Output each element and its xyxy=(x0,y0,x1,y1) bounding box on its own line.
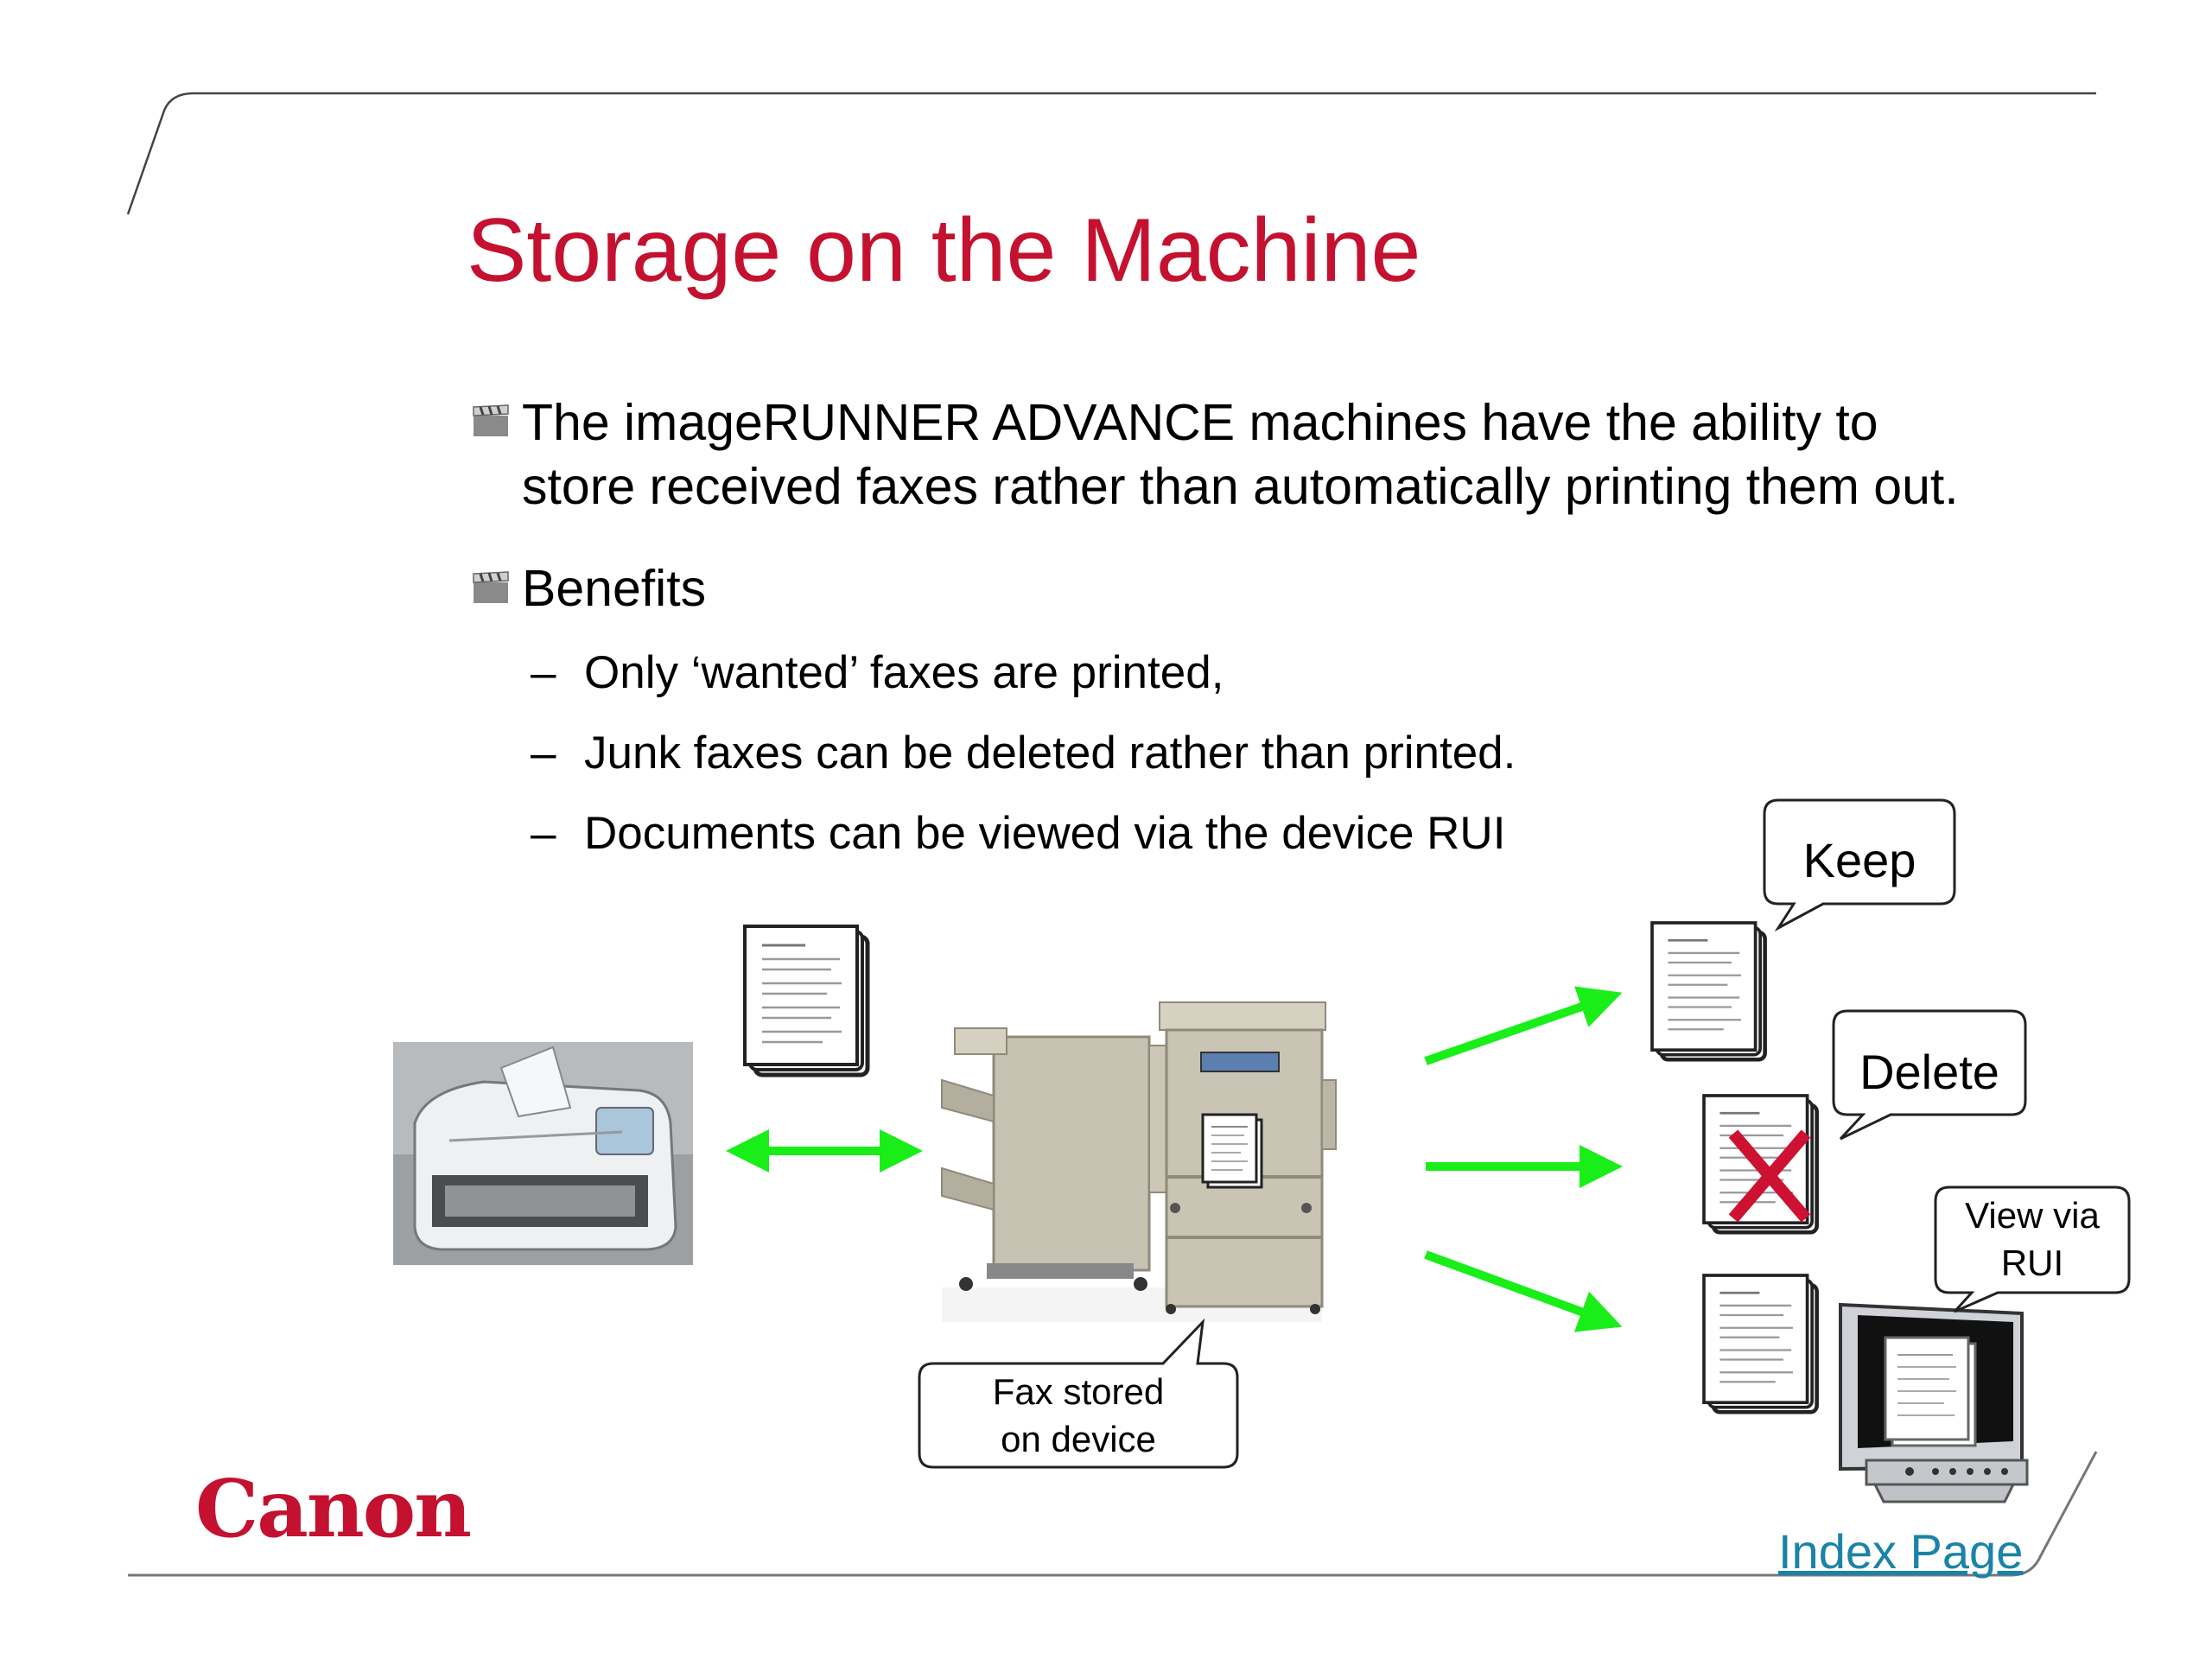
bullet-text: Benefits xyxy=(522,560,707,617)
arrow-to-view xyxy=(1424,1250,1623,1332)
dash-marker: – xyxy=(531,808,556,859)
fax-machine-image xyxy=(393,1042,693,1265)
mfp-device-image xyxy=(941,1001,1337,1322)
sub-bullet-text: Documents can be viewed via the device R… xyxy=(584,808,1506,859)
keep-label: Keep xyxy=(1802,833,1916,887)
stored-label-line: Fax stored xyxy=(992,1371,1165,1412)
delete-callout-bubble xyxy=(1832,1009,2027,1141)
clapper-bullet-icon xyxy=(473,571,509,603)
stored-label: Fax stored on device xyxy=(919,1369,1237,1463)
arrow-to-keep xyxy=(1424,986,1623,1065)
sub-bullet-text: Only ‘wanted’ faxes are printed, xyxy=(584,647,1224,698)
frame-bottom-line xyxy=(128,1451,2098,1577)
stored-label-line: on device xyxy=(1001,1418,1156,1459)
view-label: View via RUI xyxy=(1936,1192,2129,1287)
index-page-link[interactable]: Index Page xyxy=(1778,1524,2024,1579)
sub-bullet: –Only ‘wanted’ faxes are printed, xyxy=(531,650,1224,696)
stored-callout-bubble xyxy=(918,1318,1239,1469)
keep-callout-bubble xyxy=(1763,798,1956,932)
bullet-text: store received faxes rather than automat… xyxy=(522,458,1959,515)
view-label-line: RUI xyxy=(2000,1242,2064,1283)
frame-top-line xyxy=(126,92,2096,215)
sub-bullet: –Junk faxes can be deleted rather than p… xyxy=(531,730,1516,776)
delete-x-icon xyxy=(1728,1129,1811,1223)
delete-label: Delete xyxy=(1859,1045,1999,1099)
bullet-text: The imageRUNNER ADVANCE machines have th… xyxy=(522,394,1878,451)
view-label-line: View via xyxy=(1965,1195,2100,1236)
page-title: Storage on the Machine xyxy=(467,200,1421,301)
sub-bullet: –Documents can be viewed via the device … xyxy=(531,810,1505,856)
dash-marker: – xyxy=(531,728,556,779)
view-callout-bubble xyxy=(1934,1185,2131,1313)
clapper-bullet-icon xyxy=(473,404,509,436)
dash-marker: – xyxy=(531,647,556,698)
sub-bullet-text: Junk faxes can be deleted rather than pr… xyxy=(584,728,1516,779)
canon-logo: Canon xyxy=(195,1462,472,1555)
monitor-icon xyxy=(1839,1302,2029,1503)
